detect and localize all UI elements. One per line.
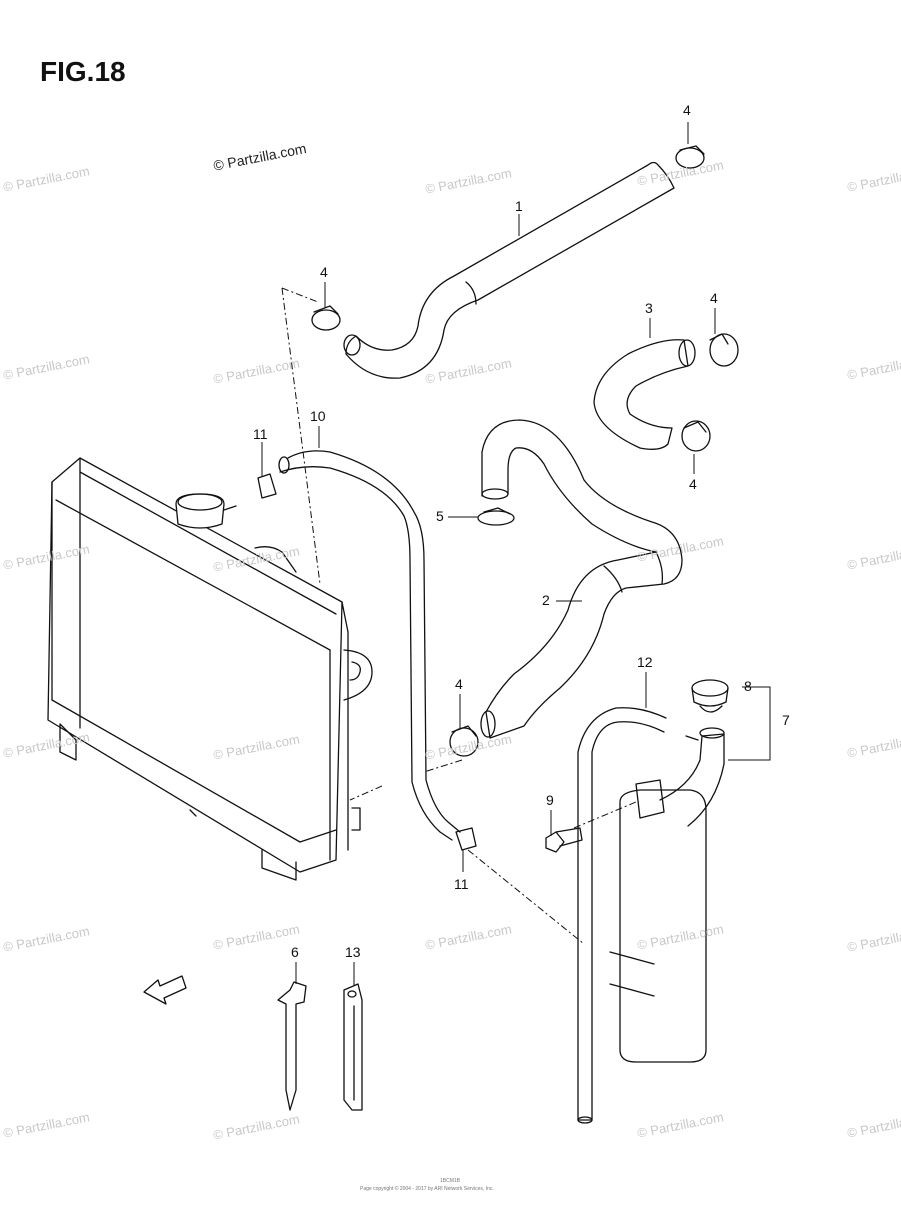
- callout-7: 7: [782, 712, 790, 728]
- hose-2: [480, 419, 683, 739]
- callout-11: 11: [454, 876, 469, 892]
- callout-8: 8: [744, 678, 752, 694]
- footer-copyright: Page copyright © 2004 - 2017 by ARI Netw…: [360, 1186, 494, 1192]
- hose-clamps: [311, 145, 739, 757]
- hose-3: [593, 339, 696, 450]
- reservoir-tank: [609, 727, 725, 1063]
- radiator: [47, 457, 373, 881]
- callout-10: 10: [310, 408, 326, 424]
- hose-1: [343, 161, 675, 379]
- hose-12: [577, 707, 667, 1124]
- clamps-11: [257, 473, 477, 851]
- callout-4: 4: [710, 290, 718, 306]
- strap-13: [343, 983, 363, 1111]
- callout-4: 4: [689, 476, 697, 492]
- callout-2: 2: [542, 592, 550, 608]
- callout-4: 4: [320, 264, 328, 280]
- reservoir-cap: [691, 679, 729, 713]
- leader-lines: [261, 122, 771, 986]
- cable-tie-6: [277, 981, 307, 1111]
- bolt-9: [545, 827, 583, 853]
- callout-12: 12: [637, 654, 653, 670]
- callout-1: 1: [515, 198, 523, 214]
- footer-code: 1BCM1B: [440, 1178, 461, 1184]
- fwd-arrow: [143, 975, 187, 1005]
- callout-5: 5: [436, 508, 444, 524]
- callout-4: 4: [455, 676, 463, 692]
- callout-6: 6: [291, 944, 299, 960]
- callout-13: 13: [345, 944, 361, 960]
- callout-4: 4: [683, 102, 691, 118]
- hose-10: [278, 450, 461, 841]
- callout-11: 11: [253, 426, 268, 442]
- callout-9: 9: [546, 792, 554, 808]
- reference-lines: [281, 287, 637, 945]
- callout-3: 3: [645, 300, 653, 316]
- figure-title: FIG.18: [40, 56, 126, 87]
